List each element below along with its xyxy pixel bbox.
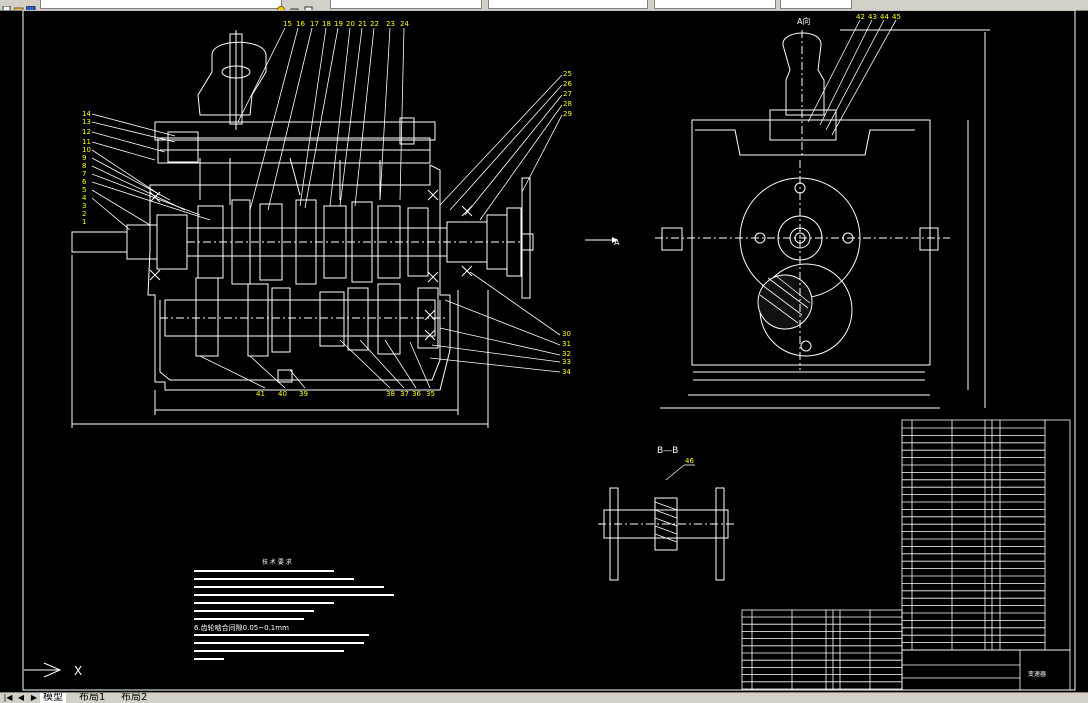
balloon-8: 8 xyxy=(82,162,86,170)
color-dropdown[interactable] xyxy=(330,0,482,9)
balloon-1: 1 xyxy=(82,218,86,226)
linetype-dropdown[interactable] xyxy=(488,0,648,9)
balloon-28: 28 xyxy=(563,100,572,108)
balloon-10: 10 xyxy=(82,146,91,154)
balloon-22: 22 xyxy=(370,20,379,28)
balloon-46: 46 xyxy=(685,457,694,465)
view-a-label: A向 xyxy=(797,16,810,26)
plotstyle-dropdown[interactable] xyxy=(780,0,852,9)
layer-lock-icon[interactable] xyxy=(290,0,300,10)
balloon-12: 12 xyxy=(82,128,91,136)
balloon-14: 14 xyxy=(82,110,91,118)
balloon-35: 35 xyxy=(426,390,435,398)
balloon-2: 2 xyxy=(82,210,86,218)
ucs-icon xyxy=(24,662,62,678)
main-section-view xyxy=(71,27,563,428)
balloon-7: 7 xyxy=(82,170,86,178)
next-tab-icon[interactable]: ▶ xyxy=(30,693,38,702)
layer-dropdown[interactable] xyxy=(40,0,282,9)
tab-model[interactable]: 模型 xyxy=(40,693,66,703)
balloon-32: 32 xyxy=(562,350,571,358)
balloon-21: 21 xyxy=(358,20,367,28)
ucs-x-label: X xyxy=(74,664,82,678)
layer-color-icon[interactable] xyxy=(304,0,314,10)
parts-list-table xyxy=(741,419,1071,691)
first-tab-icon[interactable]: |◀ xyxy=(3,693,13,702)
title-block-name: 变速器 xyxy=(1028,670,1046,678)
balloon-39: 39 xyxy=(299,390,308,398)
balloon-38: 38 xyxy=(386,390,395,398)
main-view-balloons: 15 16 17 18 19 20 21 22 23 24 25 26 27 2… xyxy=(82,20,572,398)
balloon-13: 13 xyxy=(82,118,91,126)
balloon-20: 20 xyxy=(346,20,355,28)
balloon-25: 25 xyxy=(563,70,572,78)
lineweight-dropdown[interactable] xyxy=(654,0,776,9)
layout-tab-bar: |◀ ◀ ▶ 模型 布局1 布局2 xyxy=(0,692,1088,703)
balloon-19: 19 xyxy=(334,20,343,28)
balloon-5: 5 xyxy=(82,186,86,194)
drawing-canvas[interactable]: 15 16 17 18 19 20 21 22 23 24 25 26 27 2… xyxy=(0,9,1088,692)
balloon-40: 40 xyxy=(278,390,287,398)
drawing-frame xyxy=(22,9,1076,691)
tab-layout2[interactable]: 布局2 xyxy=(121,692,148,703)
balloon-24: 24 xyxy=(400,20,409,28)
balloon-26: 26 xyxy=(563,80,572,88)
prev-tab-icon[interactable]: ◀ xyxy=(17,693,25,702)
balloon-9: 9 xyxy=(82,154,86,162)
balloon-11: 11 xyxy=(82,138,91,146)
balloon-17: 17 xyxy=(310,20,319,28)
balloon-4: 4 xyxy=(82,194,87,202)
arrow-a-label: A xyxy=(614,238,620,247)
balloon-45: 45 xyxy=(892,13,901,21)
balloon-36: 36 xyxy=(412,390,421,398)
balloon-42: 42 xyxy=(856,13,865,21)
balloon-30: 30 xyxy=(562,330,571,338)
balloon-23: 23 xyxy=(386,20,395,28)
balloon-44: 44 xyxy=(880,13,889,21)
balloon-29: 29 xyxy=(563,110,572,118)
side-view-balloons: 42 43 44 45 xyxy=(856,13,901,21)
balloon-37: 37 xyxy=(400,390,409,398)
tech-req-title: 技 术 要 求 xyxy=(262,558,292,566)
balloon-6: 6 xyxy=(82,178,87,186)
save-icon[interactable] xyxy=(25,0,36,10)
balloon-18: 18 xyxy=(322,20,331,28)
balloon-27: 27 xyxy=(563,90,572,98)
balloon-34: 34 xyxy=(562,368,571,376)
balloon-15: 15 xyxy=(283,20,292,28)
section-arrow-a: A xyxy=(585,237,620,247)
side-view-a xyxy=(655,19,990,409)
balloon-3: 3 xyxy=(82,202,86,210)
open-folder-icon[interactable] xyxy=(13,0,24,10)
layer-state-icon[interactable] xyxy=(276,0,286,10)
new-file-icon[interactable] xyxy=(2,0,12,10)
tab-layout1[interactable]: 布局1 xyxy=(79,692,106,703)
balloon-16: 16 xyxy=(296,20,305,28)
balloon-33: 33 xyxy=(562,358,571,366)
section-b-b-view xyxy=(598,464,735,581)
balloon-43: 43 xyxy=(868,13,877,21)
balloon-41: 41 xyxy=(256,390,265,398)
tech-req-gear-clearance: 6.齿轮啮合间隙0.05~0.1mm xyxy=(194,623,289,632)
balloon-31: 31 xyxy=(562,340,571,348)
technical-requirements: 技 术 要 求 6.齿轮啮合间隙0.05~0.1mm xyxy=(194,558,394,660)
section-b-b-label: B—B xyxy=(657,446,678,456)
